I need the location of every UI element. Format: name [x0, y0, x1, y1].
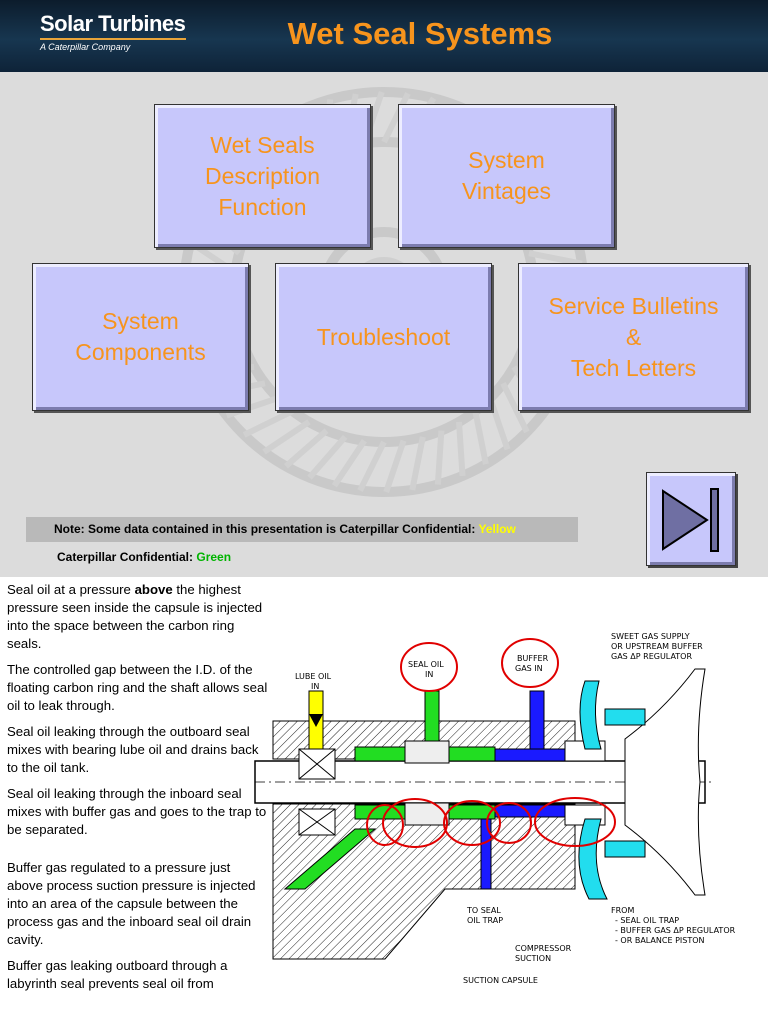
presentation-slide: Solar Turbines A Caterpillar Company Wet…	[0, 0, 768, 577]
solar-turbines-logo: Solar Turbines A Caterpillar Company	[40, 12, 190, 58]
description-text: Seal oil at a pressure above the highest…	[7, 581, 269, 1001]
confidential-green-note: Caterpillar Confidential: Green	[57, 550, 231, 564]
logo-rule	[40, 38, 186, 40]
wet-seal-cross-section-diagram: SWEET GAS SUPPLY OR UPSTREAM BUFFER GAS …	[254, 632, 736, 985]
paragraph-buffer-leak: Buffer gas leaking outboard through a la…	[7, 958, 228, 991]
paragraph-inboard-seal: Seal oil leaking through the inboard sea…	[7, 786, 267, 837]
p1-text-c: the highest pressure seen inside the cap…	[7, 582, 263, 651]
paragraph-buffer-gas: Buffer gas regulated to a pressure just …	[7, 860, 256, 947]
confidential-note: Note: Some data contained in this presen…	[26, 517, 578, 542]
system-components-button[interactable]: System Components	[32, 263, 249, 411]
p1-text-a: Seal oil at a pressure	[7, 582, 135, 597]
paragraph-outboard-seal: Seal oil leaking through the outboard se…	[7, 724, 259, 775]
logo-subtitle: A Caterpillar Company	[40, 42, 131, 52]
label-suction-capsule: SUCTION CAPSULE	[463, 976, 538, 985]
label-sweet-gas-2: OR UPSTREAM BUFFER	[611, 642, 703, 651]
page-title: Wet Seal Systems	[287, 16, 553, 51]
paragraph-controlled-gap: The controlled gap between the I.D. of t…	[7, 662, 268, 713]
label-compressor-2: SUCTION	[515, 954, 551, 963]
label-from-1: FROM	[611, 906, 634, 915]
slide-header: Solar Turbines A Caterpillar Company Wet…	[0, 0, 768, 72]
label-compressor-1: COMPRESSOR	[515, 944, 572, 953]
label-sweet-gas-3: GAS ΔP REGULATOR	[611, 652, 692, 661]
note-yellow-label: Yellow	[478, 522, 516, 536]
service-bulletins-label: Service Bulletins & Tech Letters	[548, 292, 719, 381]
wet-seals-description-button[interactable]: Wet Seals Description Function	[154, 104, 371, 248]
wet-seals-description-label: Wet Seals Description Function	[204, 131, 321, 220]
label-from-3: - BUFFER GAS ΔP REGULATOR	[615, 926, 736, 935]
label-seal-oil-1: SEAL OIL	[408, 660, 444, 669]
system-vintages-button[interactable]: System Vintages	[398, 104, 615, 248]
label-buffer-2: GAS IN	[515, 664, 543, 673]
label-buffer-1: BUFFER	[517, 654, 549, 663]
system-vintages-label: System Vintages	[461, 147, 552, 204]
paragraph-seal-oil-pressure: Seal oil at a pressure above the highest…	[7, 581, 269, 653]
troubleshoot-button[interactable]: Troubleshoot	[275, 263, 492, 411]
label-trap-2: OIL TRAP	[467, 916, 503, 925]
label-from-4: - OR BALANCE PISTON	[615, 936, 705, 945]
label-sweet-gas-1: SWEET GAS SUPPLY	[611, 632, 690, 641]
troubleshoot-label: Troubleshoot	[316, 323, 451, 350]
service-bulletins-button[interactable]: Service Bulletins & Tech Letters	[518, 263, 749, 411]
next-slide-button[interactable]	[646, 472, 736, 566]
skip-forward-icon	[662, 488, 719, 552]
label-lube-oil-1: LUBE OIL	[295, 672, 332, 681]
document-page: Seal oil at a pressure above the highest…	[0, 577, 768, 1024]
conf-text: Caterpillar Confidential:	[57, 550, 197, 564]
note-text: Note: Some data contained in this presen…	[54, 522, 479, 536]
system-components-label: System Components	[75, 308, 206, 365]
label-trap-1: TO SEAL	[466, 906, 501, 915]
p1-text-bold: above	[134, 582, 173, 597]
label-seal-oil-2: IN	[425, 670, 433, 679]
label-lube-oil-2: IN	[311, 682, 319, 691]
conf-green-label: Green	[196, 550, 232, 564]
label-from-2: - SEAL OIL TRAP	[615, 916, 679, 925]
logo-name: Solar Turbines	[40, 11, 186, 36]
